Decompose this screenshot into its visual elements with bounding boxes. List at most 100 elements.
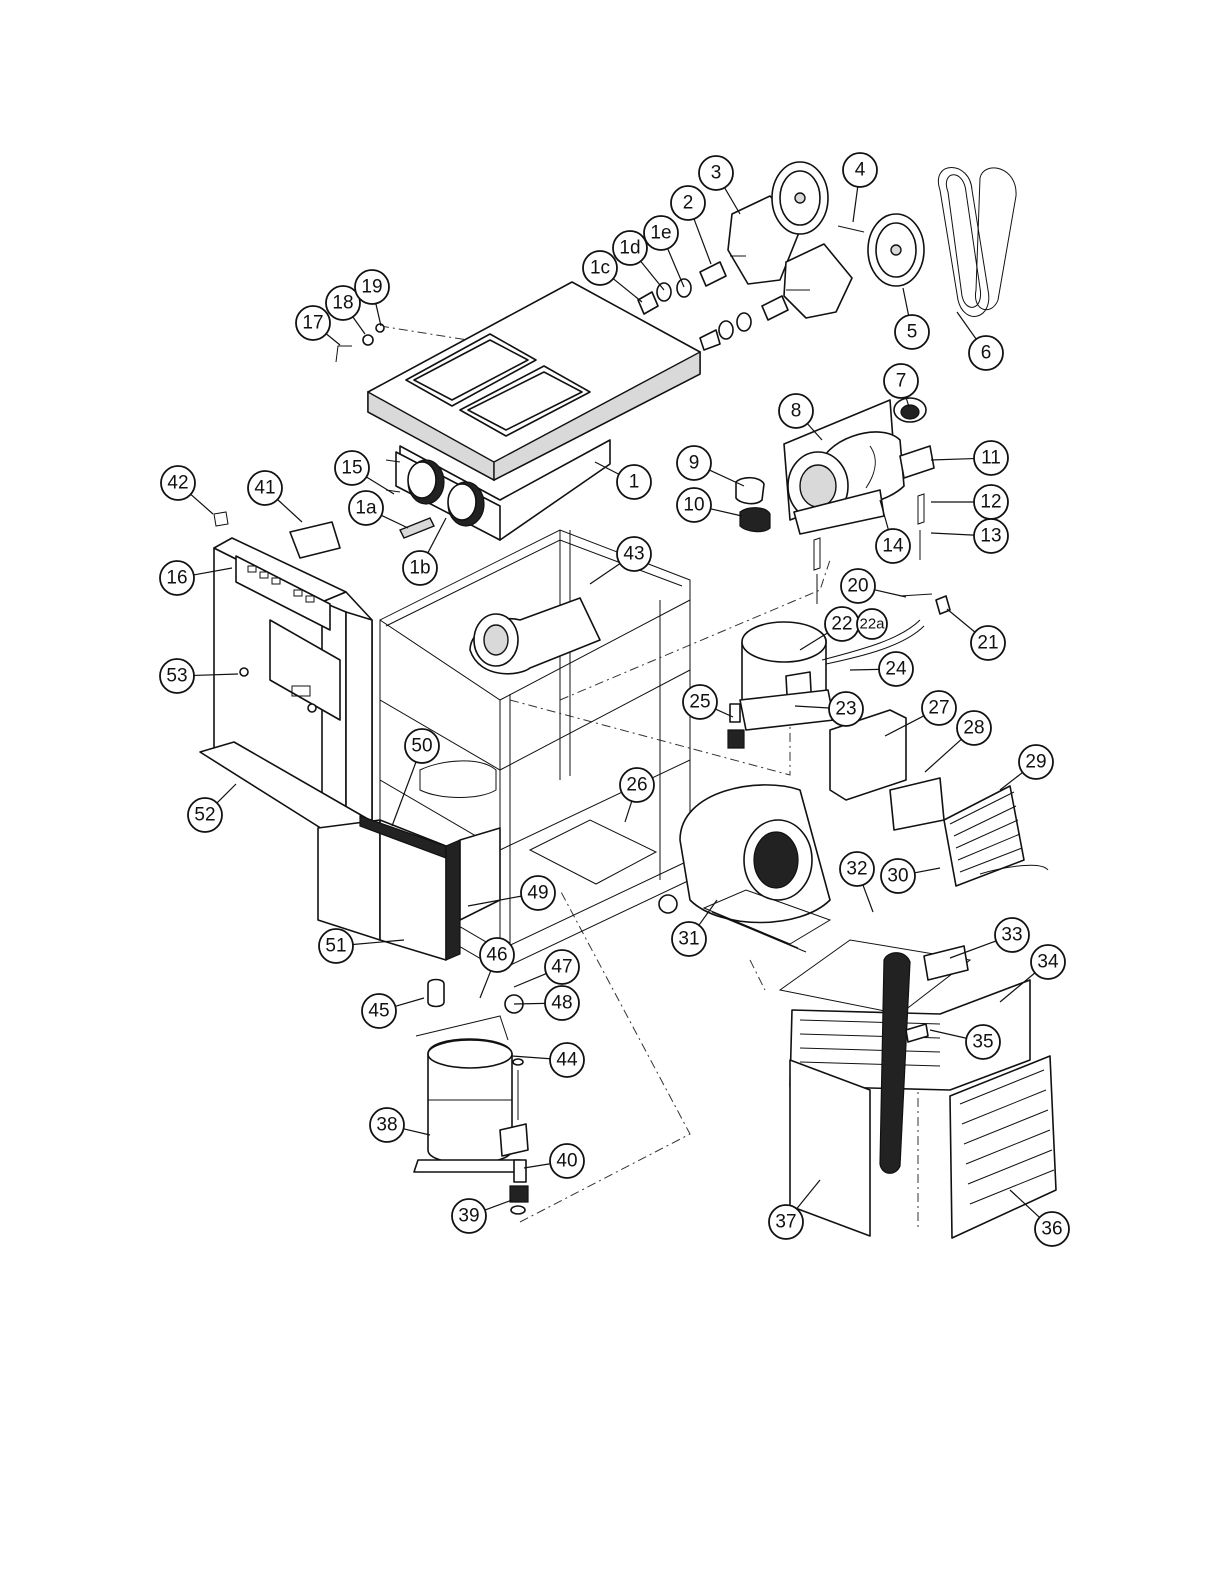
callout-label: 23: [835, 699, 856, 720]
callout-9: 9: [677, 446, 744, 486]
leader-line: [625, 801, 632, 822]
callout-label: 43: [623, 544, 644, 565]
callout-label: 51: [325, 936, 346, 957]
callout-label: 42: [167, 473, 188, 494]
callout-label: 26: [626, 775, 647, 796]
callout-label: 16: [166, 568, 187, 589]
callout-label: 20: [847, 576, 868, 597]
callout-24: 24: [850, 652, 913, 686]
callout-label: 13: [980, 526, 1001, 547]
callout-label: 34: [1037, 952, 1059, 973]
callout-8: 8: [779, 394, 822, 440]
leader-line: [863, 885, 873, 912]
callout-39: 39: [452, 1199, 512, 1233]
callout-40: 40: [524, 1144, 584, 1178]
callout-label: 47: [551, 957, 572, 978]
callout-label: 3: [711, 163, 722, 184]
callout-label: 41: [254, 478, 275, 499]
leader-line: [524, 1164, 550, 1168]
leader-line: [931, 459, 974, 460]
callout-label: 46: [486, 945, 507, 966]
callout-label: 4: [855, 160, 866, 181]
callout-label: 1d: [619, 238, 640, 259]
callout-43: 43: [590, 537, 651, 584]
leader-line: [853, 187, 858, 222]
callout-label: 33: [1001, 925, 1022, 946]
callout-32: 32: [840, 852, 874, 912]
callout-13: 13: [931, 519, 1008, 553]
leader-line: [668, 249, 684, 287]
callout-11: 11: [931, 441, 1008, 475]
leader-line: [613, 279, 642, 302]
leader-line: [353, 317, 365, 334]
callout-label: 36: [1041, 1219, 1062, 1240]
callout-1a: 1a: [349, 491, 408, 528]
leader-line: [947, 609, 975, 632]
callout-4: 4: [843, 153, 877, 222]
callout-label: 6: [981, 343, 992, 364]
callout-15: 15: [335, 451, 394, 494]
callout-label: 50: [411, 736, 432, 757]
leader-line: [590, 564, 620, 584]
callout-label: 49: [527, 883, 548, 904]
callout-25: 25: [683, 685, 733, 719]
callout-label: 1b: [409, 558, 430, 579]
callout-26: 26: [620, 768, 654, 822]
callout-30: 30: [881, 859, 940, 893]
leader-line: [404, 1129, 430, 1135]
callout-19: 19: [355, 270, 389, 326]
leader-line: [711, 509, 742, 516]
callout-45: 45: [362, 994, 424, 1028]
leader-line: [514, 974, 546, 987]
leader-line: [725, 188, 740, 214]
blower-assembly: [680, 785, 830, 952]
leader-line: [381, 515, 408, 528]
callout-label: 31: [678, 929, 699, 950]
callout-label: 9: [689, 453, 700, 474]
callout-label: 24: [885, 659, 907, 680]
callout-47: 47: [514, 950, 579, 987]
callout-label: 5: [907, 322, 918, 343]
leader-line: [480, 971, 491, 998]
callout-label: 1e: [650, 223, 671, 244]
leader-line: [395, 998, 424, 1006]
callout-label: 19: [361, 277, 382, 298]
leader-line: [1000, 772, 1023, 790]
callout-label: 37: [775, 1212, 796, 1233]
compressor-assembly: [414, 980, 528, 1215]
callout-10: 10: [677, 488, 742, 522]
callout-label: 25: [689, 692, 710, 713]
leader-line: [485, 1200, 512, 1210]
callout-label: 8: [791, 401, 802, 422]
callout-label: 11: [981, 448, 1001, 469]
callout-label: 52: [194, 805, 215, 826]
callout-label: 22: [831, 614, 852, 635]
beater-motor-assembly: [736, 398, 934, 604]
front-door-panel: [200, 512, 380, 852]
callout-12: 12: [931, 485, 1008, 519]
callout-21: 21: [947, 609, 1005, 660]
callout-label: 27: [928, 698, 949, 719]
leader-line: [278, 500, 302, 522]
leader-line: [931, 533, 974, 535]
callout-5: 5: [895, 288, 929, 349]
leader-line: [915, 868, 940, 873]
callout-label: 17: [302, 313, 323, 334]
leader-line: [376, 304, 381, 326]
leader-line: [514, 1003, 545, 1004]
callout-label: 40: [556, 1151, 577, 1172]
callout-29: 29: [1000, 745, 1053, 790]
callout-label: 45: [368, 1001, 389, 1022]
callout-label: 35: [972, 1032, 993, 1053]
callout-label: 1a: [355, 498, 377, 519]
lid-hopper-assembly: [368, 282, 700, 540]
callout-1e: 1e: [644, 216, 684, 287]
leader-line: [925, 739, 961, 772]
callout-34: 34: [1000, 945, 1065, 1002]
callout-label: 44: [556, 1050, 578, 1071]
callout-label: 38: [376, 1115, 397, 1136]
callout-label: 2: [683, 193, 694, 214]
callout-46: 46: [480, 938, 514, 998]
callout-label: 7: [896, 371, 907, 392]
leader-line: [850, 669, 879, 670]
